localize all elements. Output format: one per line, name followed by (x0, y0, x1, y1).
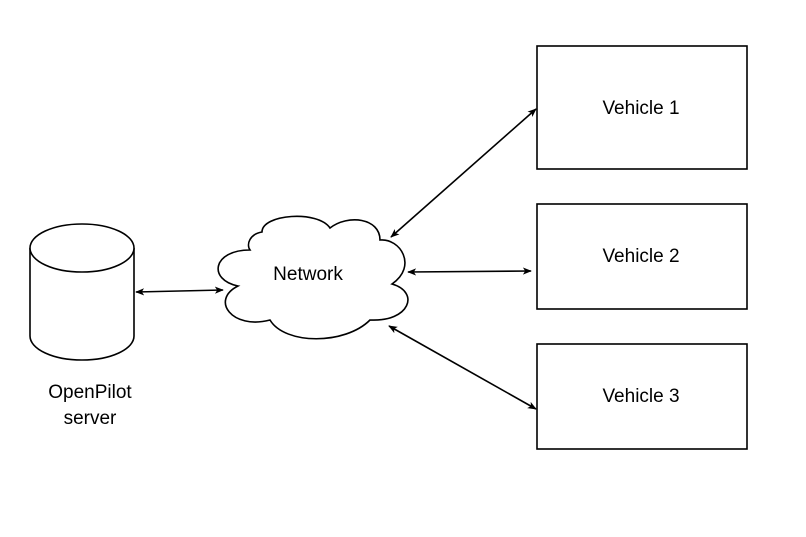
connector-network-vehicle-2 (407, 267, 532, 276)
connector-server-network (135, 286, 224, 296)
vehicle-1-label: Vehicle 1 (602, 98, 680, 119)
server-label-line2: server (63, 408, 117, 429)
connector-network-vehicle-3 (388, 325, 537, 410)
server-cylinder (29, 223, 135, 361)
network-label: Network (273, 264, 343, 285)
vehicle-2-box (536, 203, 748, 310)
vehicle-3-box (536, 343, 748, 450)
network-cloud (217, 215, 409, 340)
vehicle-2-label: Vehicle 2 (602, 246, 680, 267)
vehicle-3-label: Vehicle 3 (602, 386, 680, 407)
connector-network-vehicle-1 (390, 108, 537, 238)
vehicle-1-box (536, 45, 748, 170)
server-label-line1: OpenPilot (48, 382, 132, 403)
